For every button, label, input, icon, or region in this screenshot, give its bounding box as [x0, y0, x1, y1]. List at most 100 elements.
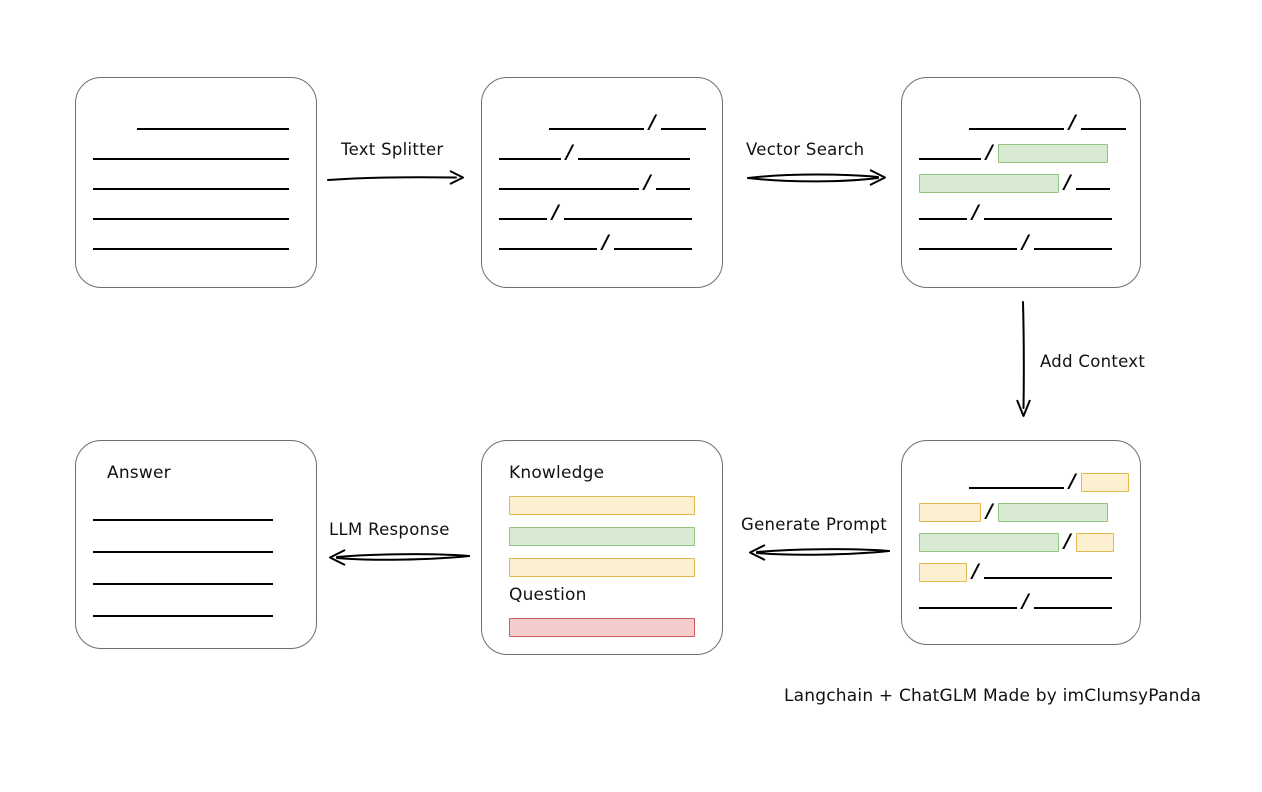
context-document-card[interactable]: / / / / /	[901, 440, 1141, 645]
prompt-question-label: Question	[509, 585, 587, 605]
highlight-chip-red	[509, 617, 695, 637]
chip-row	[482, 556, 722, 578]
doc-line	[76, 112, 316, 134]
highlight-chip-yellow	[919, 502, 981, 522]
edge-llm-response-label: LLM Response	[329, 520, 450, 539]
slash-separator: /	[1064, 171, 1071, 193]
text-line-segment	[499, 188, 639, 190]
answer-card[interactable]: Answer	[75, 440, 317, 649]
slash-separator: /	[1069, 470, 1076, 492]
doc-line: /	[902, 501, 1140, 523]
doc-line: /	[902, 531, 1140, 553]
text-line-segment	[93, 583, 273, 585]
doc-line: /	[482, 232, 722, 254]
edge-vector-search: Vector Search	[746, 140, 891, 188]
text-line-segment	[499, 218, 547, 220]
text-line-segment	[577, 158, 690, 160]
text-line-segment	[93, 551, 273, 553]
chip-row	[482, 525, 722, 547]
text-line-segment	[983, 218, 1112, 220]
text-line-segment	[93, 519, 273, 521]
text-line-segment	[93, 218, 289, 220]
text-line-segment	[660, 128, 706, 130]
edge-generate-prompt: Generate Prompt	[741, 515, 891, 563]
text-line-segment	[499, 248, 597, 250]
doc-line: /	[902, 202, 1140, 224]
doc-line: /	[902, 561, 1140, 583]
slash-separator: /	[1022, 231, 1029, 253]
doc-line: /	[902, 142, 1140, 164]
text-line-segment	[919, 218, 967, 220]
text-line-segment	[1075, 188, 1110, 190]
highlight-chip-green	[997, 143, 1108, 163]
doc-line	[76, 202, 316, 224]
edge-add-context: Add Context	[1005, 300, 1165, 422]
text-line-segment	[969, 128, 1064, 130]
doc-line	[76, 599, 316, 621]
text-line-segment	[969, 487, 1064, 489]
doc-line: /	[482, 112, 722, 134]
text-line-segment	[919, 607, 1017, 609]
doc-line: /	[902, 471, 1140, 493]
text-line-segment	[563, 218, 692, 220]
edge-text-splitter-arrow	[327, 170, 464, 185]
edge-generate-prompt-arrow	[749, 544, 890, 561]
highlight-chip-yellow	[509, 557, 695, 577]
slash-separator: /	[649, 111, 656, 133]
slash-separator: /	[1064, 530, 1071, 552]
edge-add-context-label: Add Context	[1040, 352, 1146, 371]
doc-line: /	[902, 172, 1140, 194]
text-line-segment	[137, 128, 289, 130]
highlight-chip-yellow	[509, 495, 695, 515]
doc-line: /	[482, 172, 722, 194]
chip-row	[482, 494, 722, 516]
text-line-segment	[1033, 607, 1112, 609]
doc-line	[76, 232, 316, 254]
slash-separator: /	[602, 231, 609, 253]
slash-separator: /	[1069, 111, 1076, 133]
chip-row	[482, 616, 722, 638]
doc-line	[76, 535, 316, 557]
text-line-segment	[549, 128, 644, 130]
split-document-card[interactable]: / / / / /	[481, 77, 723, 288]
edge-vector-search-arrow	[747, 169, 886, 186]
slash-separator: /	[644, 171, 651, 193]
edge-vector-search-label: Vector Search	[746, 140, 865, 159]
text-line-segment	[93, 248, 289, 250]
text-line-segment	[93, 615, 273, 617]
highlight-chip-yellow	[919, 562, 967, 582]
highlight-chip-green	[997, 502, 1108, 522]
doc-line: /	[482, 202, 722, 224]
prompt-knowledge-label: Knowledge	[509, 463, 605, 483]
doc-line: /	[902, 591, 1140, 613]
answer-card-label: Answer	[107, 463, 171, 483]
edge-llm-response: LLM Response	[321, 520, 471, 568]
edge-generate-prompt-label: Generate Prompt	[741, 515, 887, 534]
doc-line: /	[902, 112, 1140, 134]
doc-line	[76, 142, 316, 164]
slash-separator: /	[566, 141, 573, 163]
doc-line	[76, 567, 316, 589]
prompt-card[interactable]: Knowledge Question	[481, 440, 723, 655]
doc-line: /	[902, 232, 1140, 254]
edge-text-splitter: Text Splitter	[326, 140, 471, 188]
text-line-segment	[919, 248, 1017, 250]
highlight-chip-yellow	[1080, 472, 1129, 492]
doc-line	[76, 172, 316, 194]
text-line-segment	[613, 248, 692, 250]
diagram-caption: Langchain + ChatGLM Made by imClumsyPand…	[784, 686, 1202, 706]
source-document-card[interactable]	[75, 77, 317, 288]
highlight-chip-green	[509, 526, 695, 546]
text-line-segment	[983, 577, 1112, 579]
matched-document-card[interactable]: / / / / /	[901, 77, 1141, 288]
highlight-chip-green	[919, 532, 1059, 552]
text-line-segment	[655, 188, 690, 190]
slash-separator: /	[552, 201, 559, 223]
text-line-segment	[1033, 248, 1112, 250]
highlight-chip-yellow	[1075, 532, 1114, 552]
slash-separator: /	[1022, 590, 1029, 612]
text-line-segment	[919, 158, 981, 160]
text-line-segment	[93, 158, 289, 160]
doc-line	[76, 503, 316, 525]
